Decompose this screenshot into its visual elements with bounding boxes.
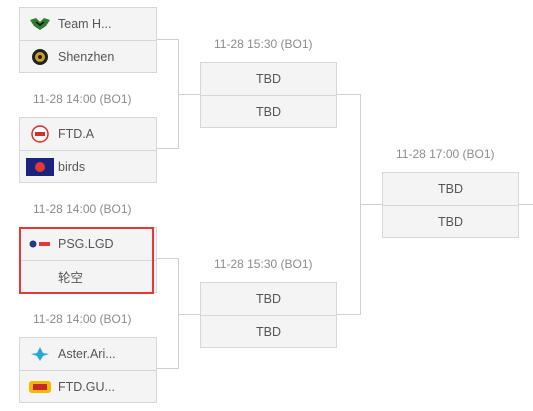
team-row[interactable]: TBD bbox=[383, 173, 518, 205]
team-row[interactable]: FTD.A bbox=[20, 118, 156, 150]
team-row[interactable]: Aster.Ari... bbox=[20, 338, 156, 370]
team-name: PSG.LGD bbox=[58, 237, 114, 251]
match-time: 11-28 17:00 (BO1) bbox=[396, 147, 495, 161]
team-name: 轮空 bbox=[58, 271, 84, 285]
team-name: Team H... bbox=[58, 17, 112, 31]
team-name: FTD.A bbox=[58, 127, 95, 141]
ftd-gu-logo-icon bbox=[26, 376, 54, 398]
match-card: PSG.LGD 轮空 bbox=[19, 227, 157, 293]
aster-logo-icon bbox=[26, 343, 54, 365]
match-time: 11-28 15:30 (BO1) bbox=[214, 37, 313, 51]
match-time: 11-28 14:00 (BO1) bbox=[33, 202, 132, 216]
match-card: FTD.A birds bbox=[19, 117, 157, 183]
match-card: TBD TBD bbox=[200, 282, 337, 348]
shenzhen-logo-icon bbox=[26, 46, 54, 68]
team-name: Shenzhen bbox=[58, 49, 115, 64]
team-name: Aster.Ari... bbox=[58, 347, 116, 361]
team-row[interactable]: birds bbox=[20, 150, 156, 182]
team-name: birds bbox=[58, 159, 86, 174]
team-row[interactable]: TBD bbox=[201, 315, 336, 347]
team-h-logo-icon bbox=[26, 13, 54, 35]
connector-line bbox=[360, 204, 382, 205]
birds-logo-icon bbox=[26, 156, 54, 178]
team-name: TBD bbox=[438, 182, 463, 196]
match-card: TBD TBD bbox=[382, 172, 519, 238]
team-row[interactable]: FTD.GU... bbox=[20, 370, 156, 402]
connector-line bbox=[156, 39, 178, 40]
match-time: 11-28 15:30 (BO1) bbox=[214, 257, 313, 271]
team-row[interactable]: TBD bbox=[383, 205, 518, 237]
match-card: Team H... Shenzhen bbox=[19, 7, 157, 73]
team-name: TBD bbox=[256, 292, 281, 306]
team-name: TBD bbox=[256, 72, 281, 86]
team-row[interactable]: Team H... bbox=[20, 8, 156, 40]
connector-line bbox=[336, 314, 361, 315]
team-name: TBD bbox=[256, 104, 281, 119]
selection-highlight bbox=[19, 227, 154, 294]
match-card: TBD TBD bbox=[200, 62, 337, 128]
team-row[interactable]: TBD bbox=[201, 63, 336, 95]
team-row[interactable]: Shenzhen bbox=[20, 40, 156, 72]
connector-line bbox=[178, 314, 200, 315]
connector-line bbox=[178, 258, 179, 369]
team-name: TBD bbox=[256, 324, 281, 339]
connector-line bbox=[156, 148, 178, 149]
team-name: FTD.GU... bbox=[58, 379, 115, 394]
team-name: TBD bbox=[438, 214, 463, 229]
team-row[interactable]: TBD bbox=[201, 283, 336, 315]
team-row[interactable]: PSG.LGD bbox=[20, 228, 156, 260]
team-row[interactable]: TBD bbox=[201, 95, 336, 127]
connector-line bbox=[156, 258, 178, 259]
connector-line bbox=[518, 204, 533, 205]
psg-lgd-logo-icon bbox=[26, 233, 54, 255]
connector-line bbox=[156, 368, 178, 369]
match-time: 11-28 14:00 (BO1) bbox=[33, 312, 132, 326]
team-row[interactable]: 轮空 bbox=[20, 260, 156, 292]
match-card: Aster.Ari... FTD.GU... bbox=[19, 337, 157, 403]
connector-line bbox=[178, 94, 200, 95]
match-time: 11-28 14:00 (BO1) bbox=[33, 92, 132, 106]
connector-line bbox=[336, 94, 361, 95]
ftd-a-logo-icon bbox=[26, 123, 54, 145]
